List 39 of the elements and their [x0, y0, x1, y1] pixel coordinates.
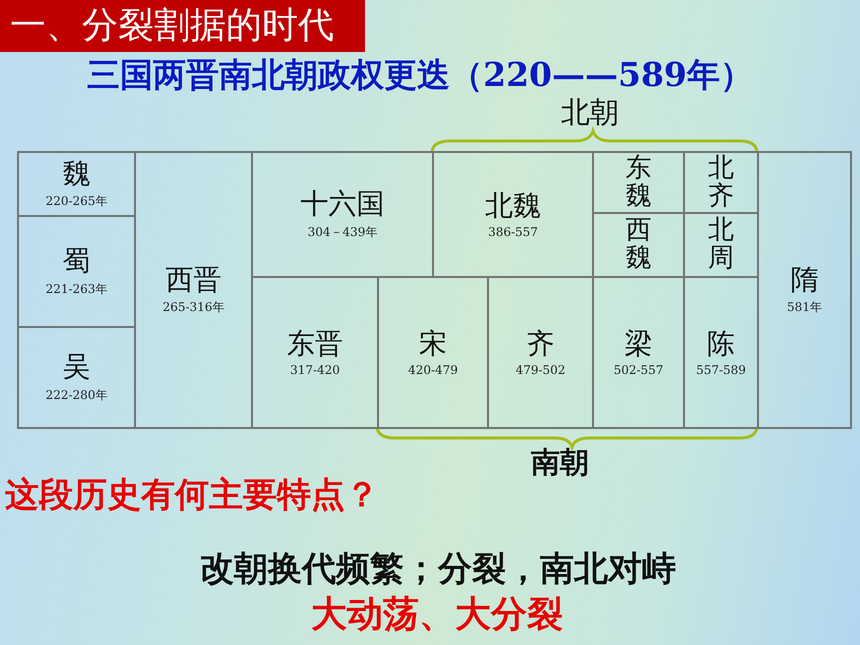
brace-label: 北朝 [561, 96, 619, 130]
dynasty-name: 西晋 [166, 264, 222, 296]
year-range: 502-557 [614, 363, 664, 378]
dynasty-name: 陈 [707, 328, 735, 360]
dynasty-cell [17, 326, 136, 429]
dynasty-name: 齐 [526, 328, 554, 360]
dynasty-name: 北魏 [485, 190, 541, 222]
year-range: 479-502 [516, 363, 566, 378]
answer-text: 改朝换代频繁；分裂，南北对峙 [200, 550, 676, 590]
year-range: 557-589 [696, 363, 746, 378]
year-range: 304－439年 [308, 224, 378, 241]
conclusion-text: 大动荡、大分裂 [311, 594, 563, 636]
dynasty-name: 东魏 [624, 154, 652, 210]
dynasty-name: 吴 [62, 351, 90, 384]
year-range: 221-263年 [46, 280, 108, 298]
year-range: 265-316年 [162, 299, 224, 316]
dynasty-name: 宋 [419, 328, 447, 360]
year-range: 581年 [787, 299, 822, 316]
title-banner: 一、分裂割据的时代 [0, 0, 365, 52]
dynasty-cell [17, 151, 136, 217]
dynasty-name: 西魏 [624, 217, 652, 273]
slide-subtitle: 三国两晋南北朝政权更迭（220——589年） [87, 56, 753, 94]
year-range: 386-557 [488, 225, 538, 240]
dynasty-name: 蜀 [62, 245, 90, 278]
dynasty-name: 隋 [790, 264, 818, 296]
dynasty-name: 魏 [62, 158, 90, 190]
brace-label: 南朝 [531, 446, 589, 480]
dynasty-name: 北周 [707, 217, 735, 273]
dynasty-name: 东晋 [287, 328, 343, 360]
dynasty-name: 梁 [624, 328, 652, 360]
year-range: 220-265年 [46, 193, 108, 210]
dynasty-cell [757, 151, 852, 429]
year-range: 222-280年 [46, 386, 108, 404]
question-text: 这段历史有何主要特点？ [5, 476, 379, 516]
dynasty-name: 北齐 [707, 154, 735, 210]
dynasty-name: 十六国 [300, 188, 384, 221]
year-range: 317-420 [290, 363, 340, 378]
year-range: 420-479 [408, 363, 458, 378]
dynasty-cell [134, 151, 253, 429]
